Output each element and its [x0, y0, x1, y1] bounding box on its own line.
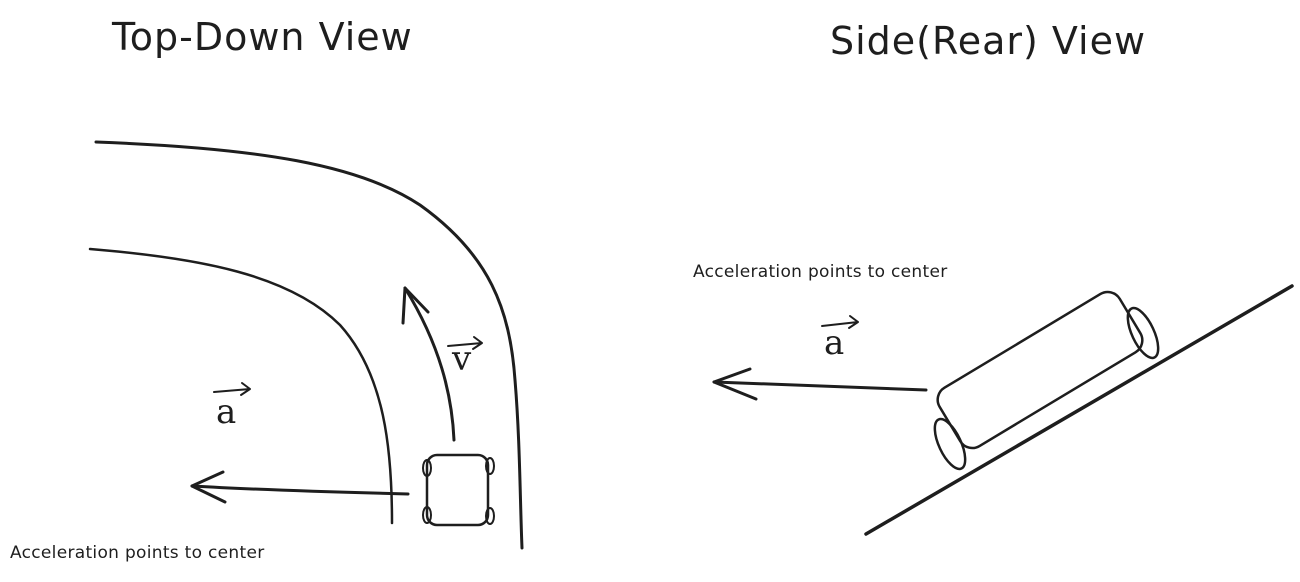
car-wheel-upper [1126, 306, 1160, 360]
car-body-side-rear [936, 290, 1144, 450]
banked-road-surface [864, 284, 1294, 536]
velocity-arrow-head [401, 286, 430, 325]
top-down-acceleration-note: Acceleration points to center [10, 543, 265, 563]
side-rear-acceleration-vector-symbol: a [824, 323, 845, 363]
top-down-acceleration-arrow-shaft [190, 484, 410, 496]
side-rear-acceleration-arrow-shaft [712, 380, 928, 392]
car-wheel-lower [933, 417, 967, 471]
side-rear-acceleration-note: Acceleration points to center [693, 262, 948, 282]
car-wheel-rear-left [422, 506, 432, 524]
side-rear-acceleration-arrow-head [712, 367, 758, 401]
velocity-symbol-arrow [447, 336, 483, 350]
side-rear-title: Side(Rear) View [830, 19, 1147, 63]
top-down-acceleration-arrow-head [190, 470, 227, 504]
top-down-title: Top-Down View [112, 15, 413, 59]
top-down-acceleration-symbol-arrow [213, 382, 251, 396]
velocity-vector-symbol: v [452, 339, 472, 379]
road-outer-edge [94, 140, 524, 550]
side-rear-acceleration-symbol-arrow [821, 315, 859, 329]
car-body-top-down [425, 453, 490, 527]
car-wheel-rear-right [485, 507, 495, 525]
road-inner-edge [88, 247, 394, 525]
car-wheel-front-left [422, 459, 432, 477]
velocity-arrow-shaft [403, 286, 456, 442]
car-wheel-front-right [485, 457, 495, 475]
top-down-acceleration-vector-symbol: a [216, 392, 237, 432]
